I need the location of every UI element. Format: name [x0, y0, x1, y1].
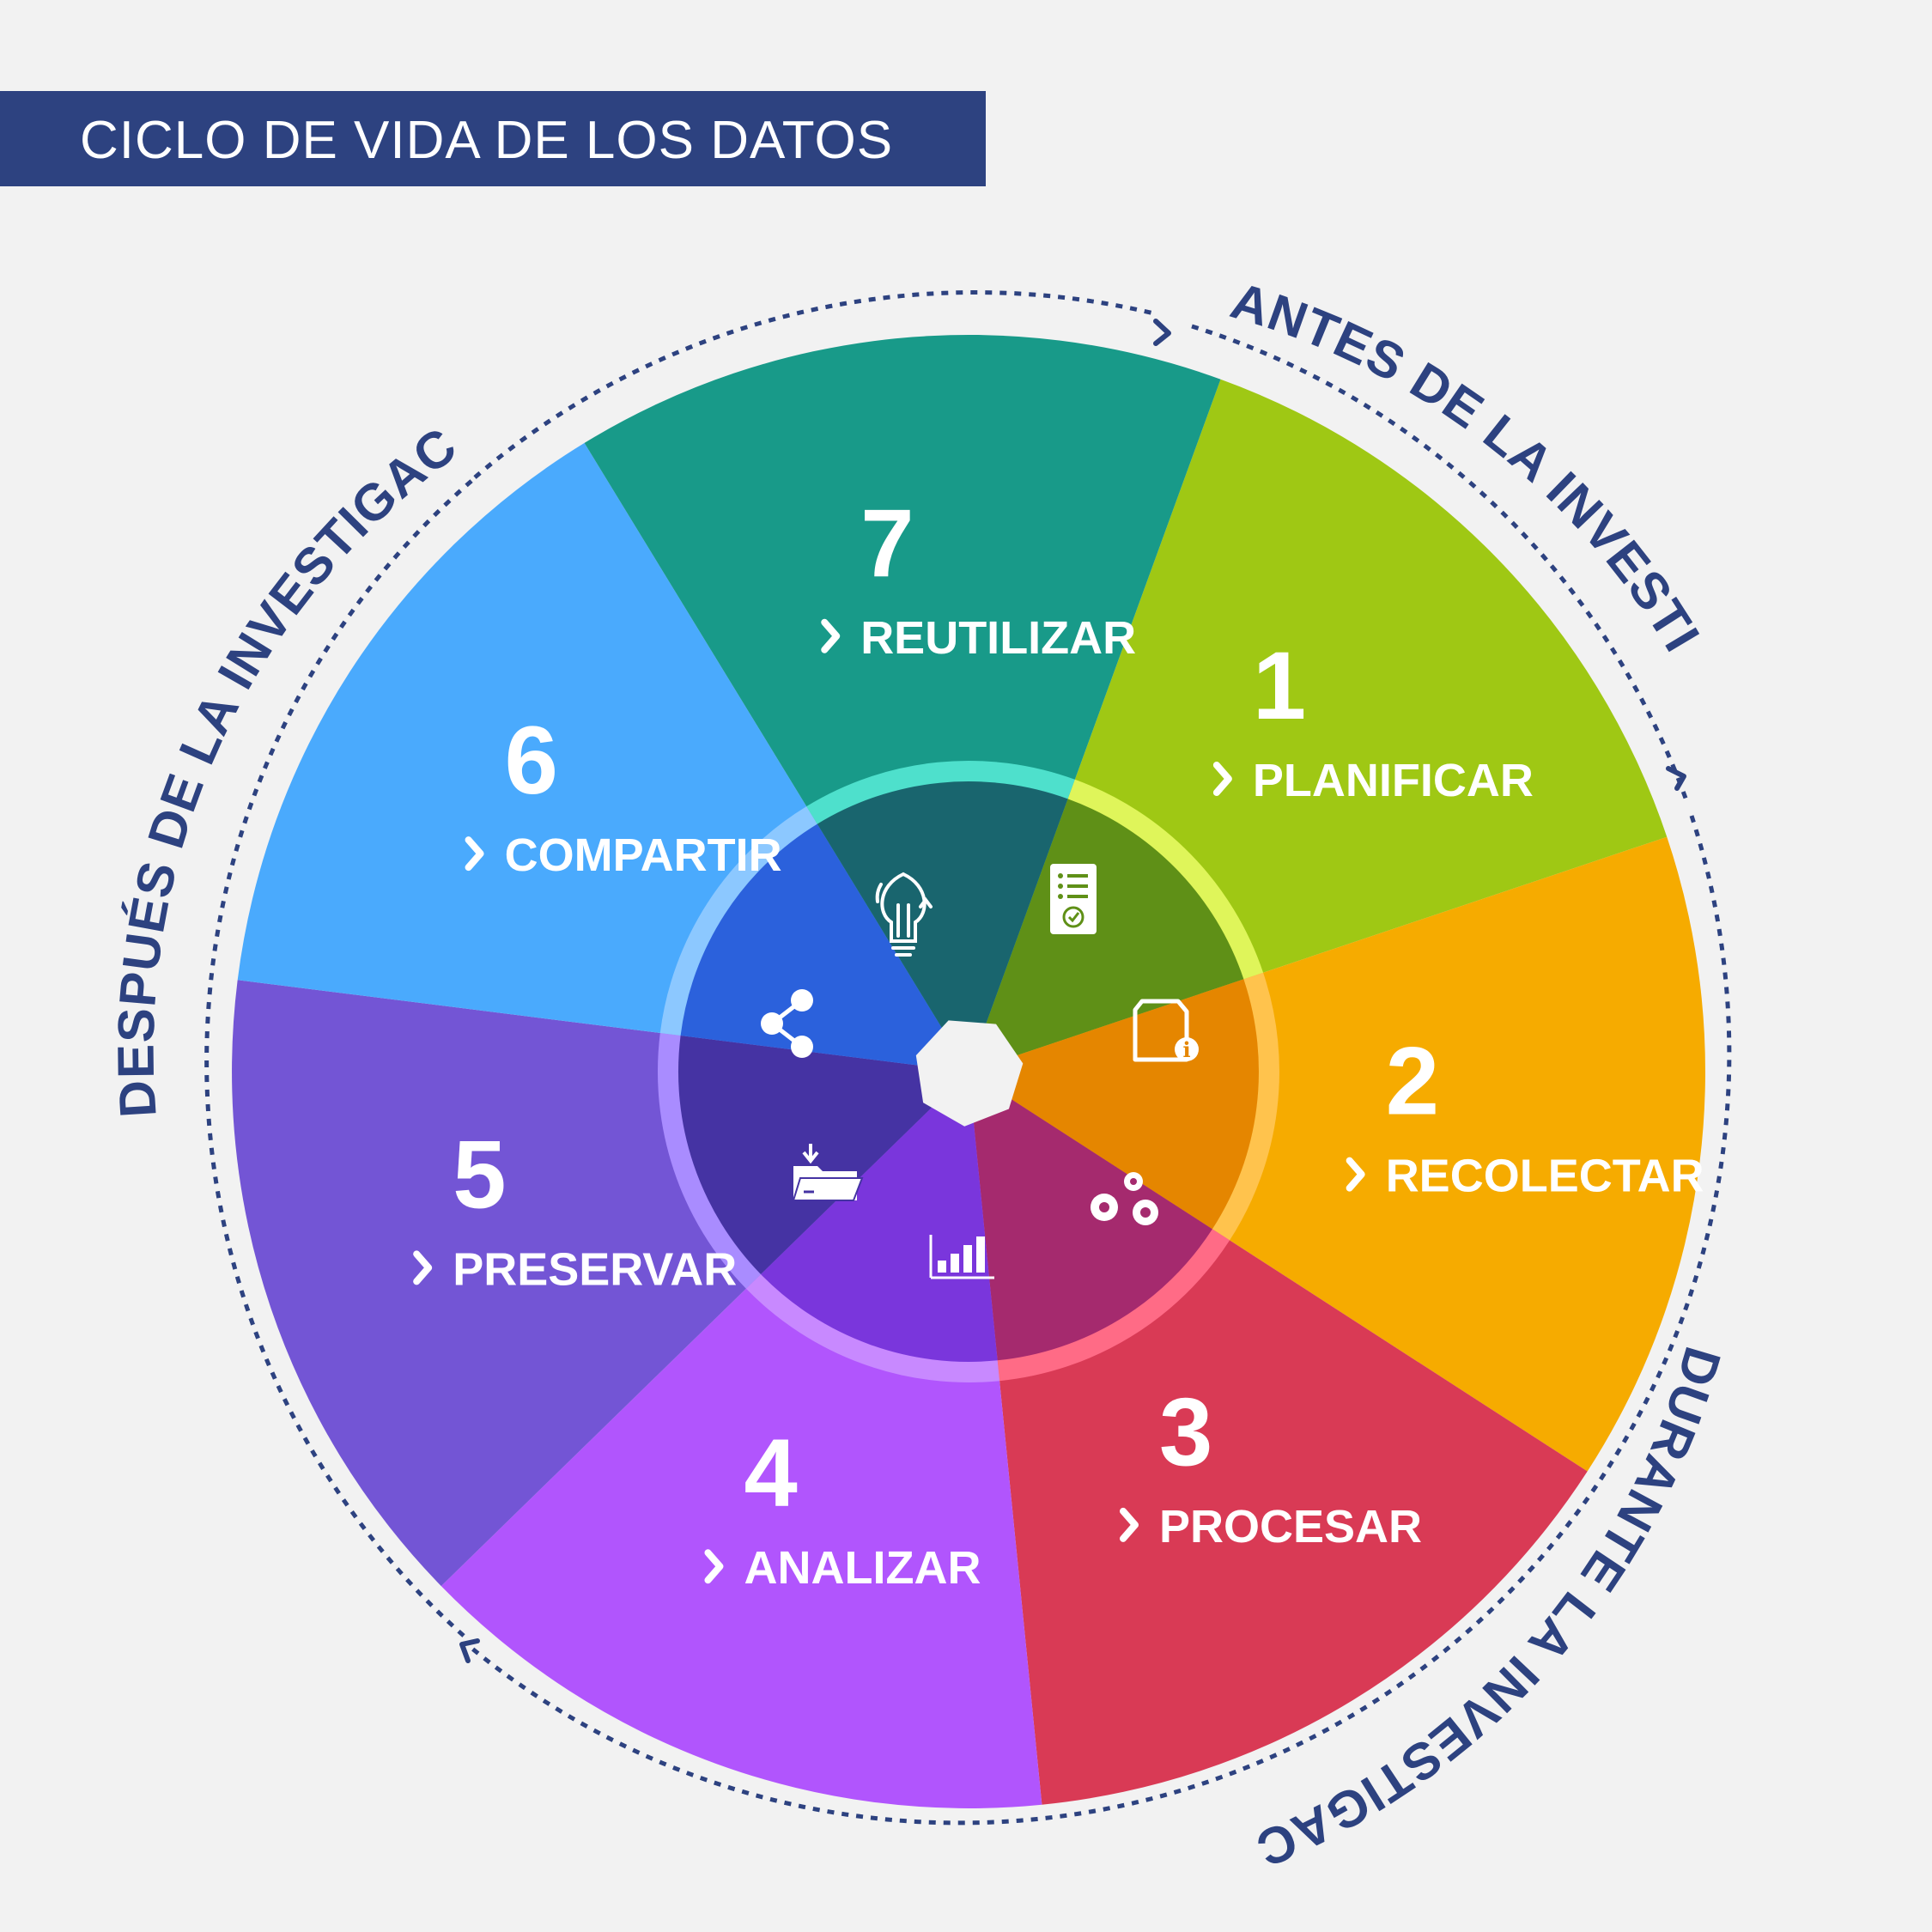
- title-bar: CICLO DE VIDA DE LOS DATOS: [0, 91, 986, 186]
- checklist-document-icon: [1050, 864, 1097, 934]
- phase-arc-before-2: [1191, 324, 1690, 804]
- stage-label-7: REUTILIZAR: [860, 612, 1136, 664]
- phase-arc-before: [473, 290, 1158, 479]
- arrow-head-right: [1666, 766, 1686, 791]
- stage-number-2: 2: [1386, 1028, 1439, 1135]
- stage-number-3: 3: [1159, 1378, 1212, 1485]
- inner-segments: [677, 781, 1259, 1362]
- folder-download-icon: [792, 1144, 864, 1201]
- inner-segment-3: [969, 1072, 1212, 1361]
- stage-number-6: 6: [505, 707, 558, 814]
- outer-segment-2: [969, 836, 1705, 1472]
- bar-chart-icon: [929, 1235, 994, 1279]
- inner-segment-5: [677, 1036, 969, 1274]
- stage-label-1: PLANIFICAR: [1253, 755, 1534, 806]
- chevron-right-icon: [1346, 1157, 1365, 1192]
- inner-segment-4: [761, 1072, 998, 1362]
- phase-arc-after: [204, 475, 478, 1637]
- chevron-right-icon: [821, 618, 841, 653]
- page-title: CICLO DE VIDA DE LOS DATOS: [80, 111, 894, 170]
- stage-label-3: PROCESAR: [1159, 1501, 1422, 1552]
- stage-number-1: 1: [1253, 632, 1306, 739]
- outer-segment-7: [584, 334, 1221, 1072]
- chevron-right-icon: [1120, 1507, 1139, 1542]
- stage-label-4: ANALIZAR: [744, 1542, 981, 1594]
- inner-segment-1: [969, 799, 1244, 1072]
- svg-text:i: i: [1182, 1037, 1190, 1062]
- stage-label-2: RECOLECTAR: [1386, 1151, 1704, 1202]
- chevron-right-icon: [1212, 761, 1232, 796]
- stage-number-5: 5: [453, 1121, 506, 1228]
- stage-label-5: PRESERVAR: [453, 1243, 737, 1295]
- arrow-head-bottom-left: [459, 1638, 480, 1663]
- chevron-right-icon: [413, 1250, 433, 1285]
- chevron-right-icon: [704, 1549, 724, 1584]
- stage-number-4: 4: [744, 1419, 798, 1527]
- center-hub: [915, 1020, 1024, 1127]
- arrow-head-top: [1153, 319, 1171, 346]
- document-info-icon: i: [1133, 999, 1199, 1062]
- stage-label-6: COMPARTIR: [505, 829, 782, 881]
- lightbulb-icon: [875, 872, 933, 957]
- share-icon: [761, 989, 813, 1058]
- stage-number-7: 7: [860, 489, 914, 597]
- gears-icon: [1091, 1172, 1158, 1225]
- chevron-right-icon: [465, 836, 484, 872]
- inner-segment-6: [680, 823, 969, 1072]
- inner-segment-7: [817, 781, 1068, 1072]
